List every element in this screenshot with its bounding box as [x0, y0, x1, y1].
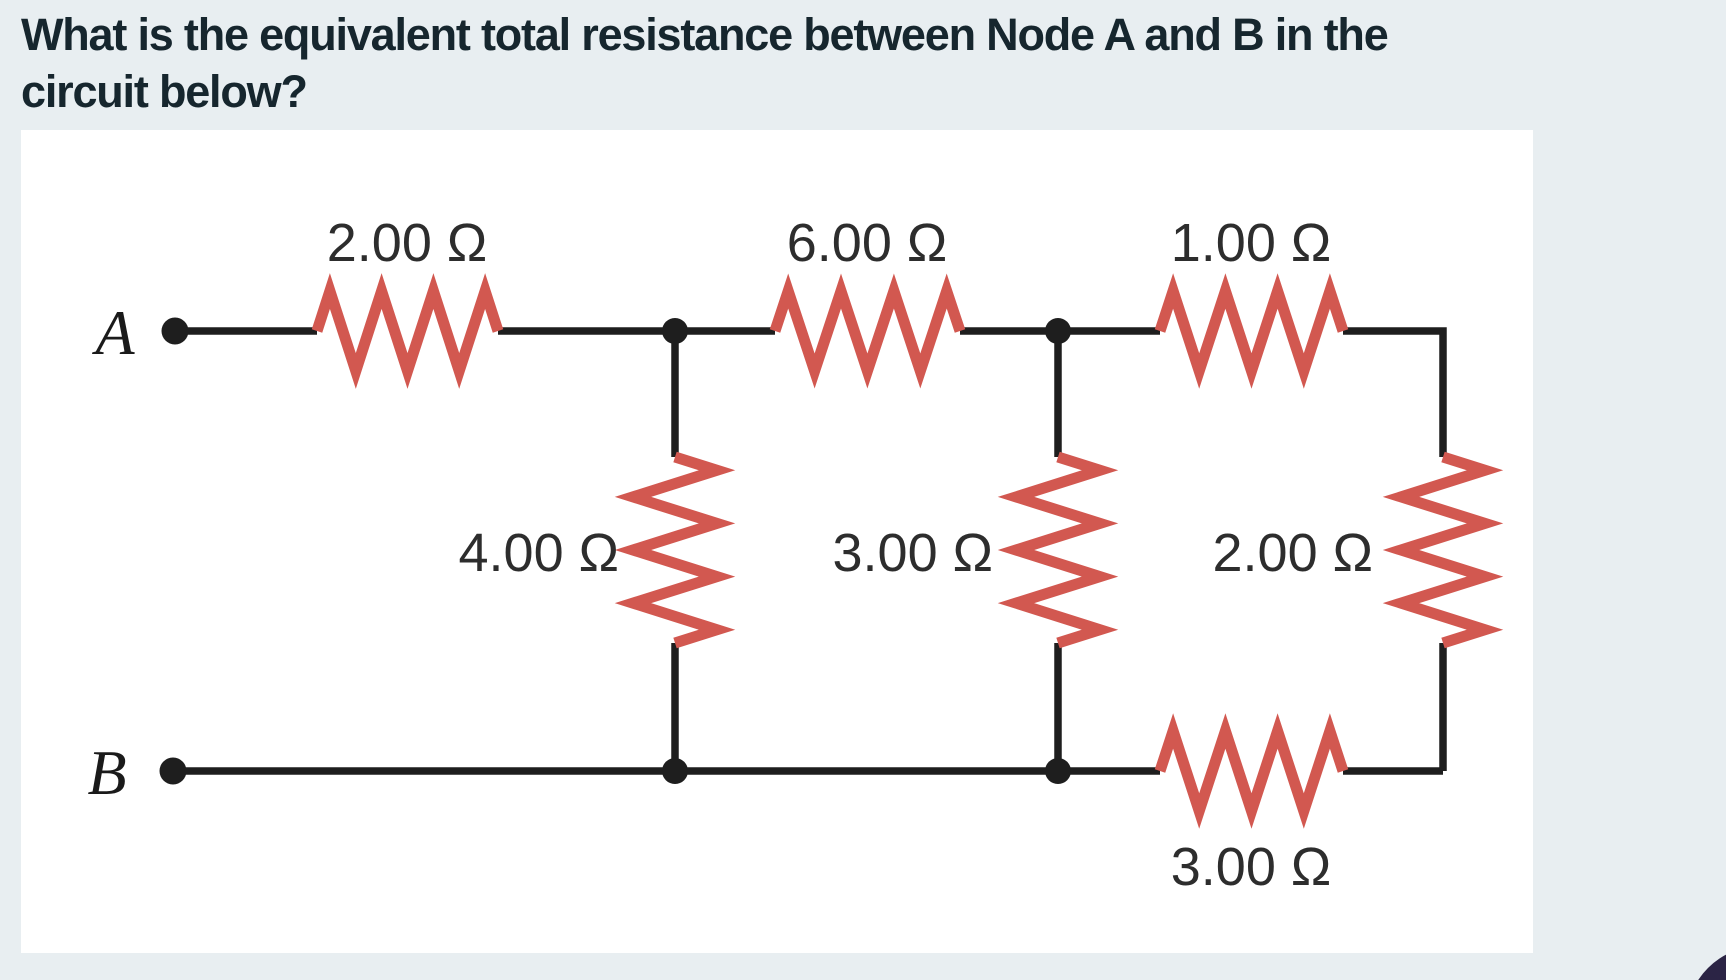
resistor-2ohm-top-zigzag: [311, 273, 504, 389]
junction-top-2-dot: [1045, 318, 1071, 344]
corner-decoration-blob: [1686, 946, 1726, 980]
node-a-label: A: [91, 297, 135, 368]
resistor-6ohm-top-zigzag: [769, 273, 966, 389]
resistor-label-branch-3: 2.00 Ω: [1213, 523, 1373, 583]
question-title: What is the equivalent total resistance …: [21, 6, 1711, 120]
resistor-3ohm-vertical-zigzag: [997, 451, 1119, 649]
resistor-2ohm-vertical-zigzag: [1382, 451, 1504, 649]
circuit-diagram: A B 2.00 Ω 6.00 Ω 1.00 Ω 4.00 Ω 3.00 Ω 2…: [87, 213, 1504, 897]
resistor-label-top-left: 2.00 Ω: [327, 213, 487, 273]
node-a-terminal-dot: [161, 317, 189, 345]
resistor-label-top-right: 1.00 Ω: [1171, 213, 1331, 273]
resistor-label-top-middle: 6.00 Ω: [787, 213, 947, 273]
resistor-label-branch-2: 3.00 Ω: [833, 523, 993, 583]
resistor-3ohm-bottom-zigzag: [1154, 713, 1349, 829]
circuit-panel: A B 2.00 Ω 6.00 Ω 1.00 Ω 4.00 Ω 3.00 Ω 2…: [21, 130, 1533, 953]
junction-top-1-dot: [662, 318, 688, 344]
wire-r3-to-top-right-corner: [1343, 327, 1447, 457]
resistor-label-bottom: 3.00 Ω: [1171, 837, 1331, 897]
resistor-4ohm-vertical-zigzag: [614, 451, 736, 649]
question-line-1: What is the equivalent total resistance …: [21, 9, 1389, 60]
resistor-1ohm-top-zigzag: [1154, 273, 1349, 389]
question-line-2: circuit below?: [21, 66, 308, 117]
node-b-terminal-dot: [159, 757, 187, 785]
resistor-label-branch-1: 4.00 Ω: [459, 523, 619, 583]
node-b-label: B: [87, 737, 126, 808]
junction-bottom-1-dot: [662, 758, 688, 784]
junction-bottom-2-dot: [1045, 758, 1071, 784]
